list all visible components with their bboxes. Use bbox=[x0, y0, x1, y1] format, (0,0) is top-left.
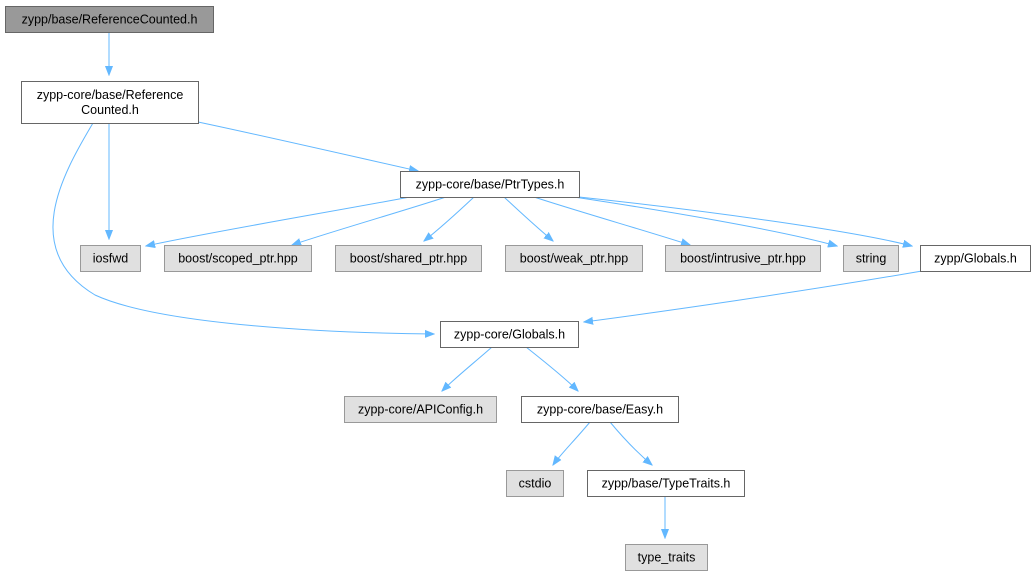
node-box[interactable] bbox=[521, 396, 679, 423]
node-boost-shared-ptr-hpp[interactable]: boost/shared_ptr.hpp bbox=[335, 245, 482, 272]
node-zypp-globals-h[interactable]: zypp/Globals.h bbox=[920, 245, 1031, 272]
node-zypp-core-base-referencecounted-h[interactable]: zypp-core/base/ReferenceCounted.h bbox=[21, 81, 199, 124]
node-label: Counted.h bbox=[81, 103, 139, 117]
node-label: string bbox=[856, 252, 887, 266]
node-cstdio[interactable]: cstdio bbox=[506, 470, 564, 497]
edge-n10-to-n11 bbox=[442, 346, 493, 391]
node-box[interactable] bbox=[344, 396, 497, 423]
node-zypp-base-referencecounted-h[interactable]: zypp/base/ReferenceCounted.h bbox=[5, 6, 214, 33]
node-string[interactable]: string bbox=[843, 245, 899, 272]
node-box[interactable] bbox=[587, 470, 745, 497]
node-box[interactable] bbox=[440, 321, 579, 348]
node-type-traits[interactable]: type_traits bbox=[625, 544, 708, 571]
node-zypp-core-apiconfig-h[interactable]: zypp-core/APIConfig.h bbox=[344, 396, 497, 423]
node-iosfwd[interactable]: iosfwd bbox=[80, 245, 141, 272]
node-label: boost/weak_ptr.hpp bbox=[520, 252, 628, 266]
node-label: boost/shared_ptr.hpp bbox=[350, 252, 467, 266]
node-zypp-base-typetraits-h[interactable]: zypp/base/TypeTraits.h bbox=[587, 470, 745, 497]
node-label: boost/scoped_ptr.hpp bbox=[178, 252, 298, 266]
edge-n2-to-n6 bbox=[503, 196, 553, 241]
node-boost-weak-ptr-hpp[interactable]: boost/weak_ptr.hpp bbox=[505, 245, 643, 272]
edge-n2-to-n8 bbox=[573, 196, 837, 246]
node-zypp-core-globals-h[interactable]: zypp-core/Globals.h bbox=[440, 321, 579, 348]
edge-n1-to-n10 bbox=[52, 122, 434, 334]
node-label: zypp-core/base/Easy.h bbox=[537, 403, 663, 417]
node-box[interactable] bbox=[80, 245, 141, 272]
node-label: zypp-core/Globals.h bbox=[454, 328, 565, 342]
node-box[interactable] bbox=[335, 245, 482, 272]
node-label: zypp-core/APIConfig.h bbox=[358, 403, 483, 417]
node-box[interactable] bbox=[164, 245, 312, 272]
edge-n12-to-n13 bbox=[553, 421, 591, 465]
node-box[interactable] bbox=[843, 245, 899, 272]
edge-n2-to-n7 bbox=[533, 196, 690, 245]
node-box[interactable] bbox=[625, 544, 708, 571]
node-box[interactable] bbox=[506, 470, 564, 497]
node-label: zypp/Globals.h bbox=[934, 252, 1017, 266]
node-label: zypp-core/base/PtrTypes.h bbox=[416, 178, 565, 192]
node-label: type_traits bbox=[638, 551, 696, 565]
node-label: zypp-core/base/Reference bbox=[37, 88, 184, 102]
node-box[interactable] bbox=[5, 6, 214, 33]
node-label: boost/intrusive_ptr.hpp bbox=[680, 252, 806, 266]
edge-n2-to-n9 bbox=[578, 196, 912, 246]
edge-n10-to-n12 bbox=[525, 346, 578, 391]
edge-n12-to-n14 bbox=[609, 421, 652, 465]
edges-layer bbox=[52, 32, 923, 538]
node-boost-scoped-ptr-hpp[interactable]: boost/scoped_ptr.hpp bbox=[164, 245, 312, 272]
node-boost-intrusive-ptr-hpp[interactable]: boost/intrusive_ptr.hpp bbox=[665, 245, 821, 272]
edge-n2-to-n4 bbox=[292, 196, 447, 245]
nodes-layer: zypp/base/ReferenceCounted.h zypp-core/ba… bbox=[5, 6, 1031, 571]
node-label: zypp/base/ReferenceCounted.h bbox=[22, 13, 198, 27]
node-label: cstdio bbox=[519, 477, 552, 491]
node-label: iosfwd bbox=[93, 252, 128, 266]
edge-n9-to-n10 bbox=[584, 270, 923, 322]
edge-n1-to-n2 bbox=[197, 121, 418, 171]
node-box[interactable] bbox=[505, 245, 643, 272]
node-box[interactable] bbox=[665, 245, 821, 272]
node-box[interactable] bbox=[21, 81, 199, 124]
edge-n2-to-n5 bbox=[424, 196, 475, 241]
node-box[interactable] bbox=[920, 245, 1031, 272]
node-zypp-core-base-ptrtypes-h[interactable]: zypp-core/base/PtrTypes.h bbox=[400, 171, 580, 198]
edge-n2-to-n3 bbox=[146, 196, 411, 246]
node-label: zypp/base/TypeTraits.h bbox=[602, 477, 731, 491]
node-zypp-core-base-easy-h[interactable]: zypp-core/base/Easy.h bbox=[521, 396, 679, 423]
node-box[interactable] bbox=[400, 171, 580, 198]
